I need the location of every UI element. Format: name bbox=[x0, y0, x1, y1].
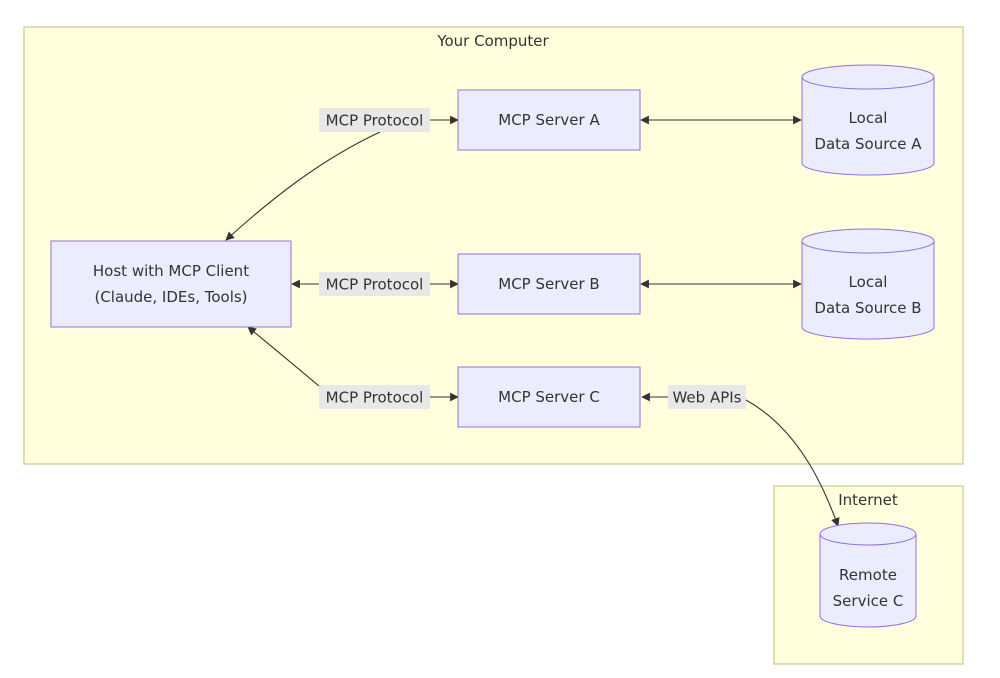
node-host-line1: Host with MCP Client bbox=[93, 262, 249, 280]
edge-label-host-a: MCP Protocol bbox=[319, 108, 430, 132]
node-data-source-b-line1: Local bbox=[849, 273, 888, 291]
edge-host-server-c bbox=[247, 326, 320, 387]
edges bbox=[225, 115, 840, 527]
node-remote-service-c-line2: Service C bbox=[833, 592, 904, 610]
node-server-c-label: MCP Server C bbox=[498, 388, 600, 406]
edge-label-host-c: MCP Protocol bbox=[319, 385, 430, 409]
node-server-c: MCP Server C bbox=[457, 366, 641, 428]
edge-host-server-a bbox=[225, 131, 381, 241]
node-data-source-a-line1: Local bbox=[849, 109, 888, 127]
cluster-internet-label: Internet bbox=[838, 491, 898, 509]
node-server-a: MCP Server A bbox=[457, 89, 641, 151]
node-host: Host with MCP Client (Claude, IDEs, Tool… bbox=[50, 240, 292, 328]
node-server-a-label: MCP Server A bbox=[498, 111, 600, 129]
edge-label-web-apis: Web APIs bbox=[668, 385, 746, 409]
node-data-source-a: Local Data Source A bbox=[801, 64, 935, 176]
cluster-your-computer-label: Your Computer bbox=[436, 32, 549, 50]
edge-label-host-b: MCP Protocol bbox=[319, 272, 430, 296]
edge-label-web-apis-text: Web APIs bbox=[672, 389, 741, 407]
node-remote-service-c-line1: Remote bbox=[839, 566, 897, 584]
cluster-internet: Internet bbox=[773, 485, 964, 665]
node-server-b: MCP Server B bbox=[457, 253, 641, 315]
node-remote-service-c: Remote Service C bbox=[819, 522, 917, 628]
edge-web-apis-remote bbox=[745, 399, 840, 527]
edge-label-host-c-text: MCP Protocol bbox=[326, 389, 424, 407]
node-data-source-b-line2: Data Source B bbox=[814, 299, 921, 317]
node-server-b-label: MCP Server B bbox=[498, 275, 599, 293]
node-data-source-b: Local Data Source B bbox=[801, 228, 935, 340]
edge-label-host-a-text: MCP Protocol bbox=[326, 112, 424, 130]
node-data-source-a-line2: Data Source A bbox=[814, 135, 922, 153]
edge-label-host-b-text: MCP Protocol bbox=[326, 276, 424, 294]
node-host-line2: (Claude, IDEs, Tools) bbox=[94, 288, 247, 306]
